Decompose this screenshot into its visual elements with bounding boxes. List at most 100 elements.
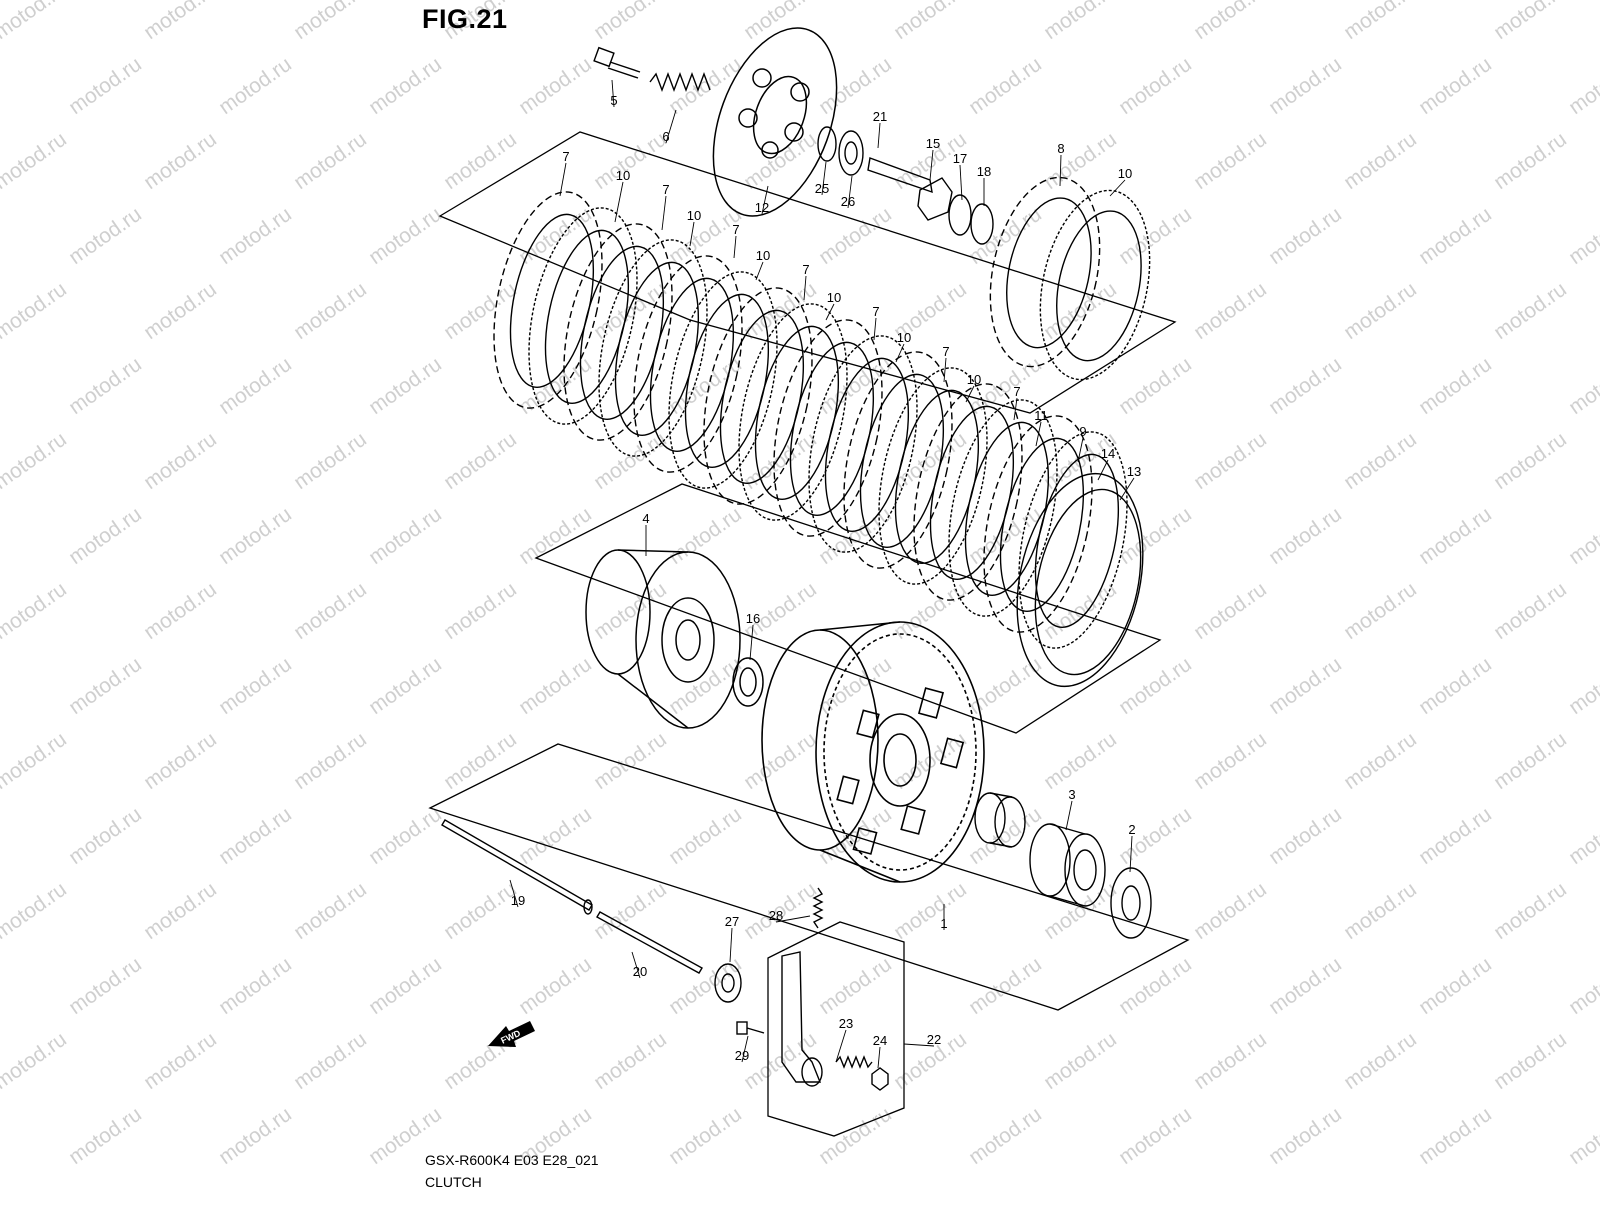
- callout-3: 3: [1068, 787, 1075, 802]
- watermark-text: motod.ru: [740, 0, 821, 44]
- watermark-text: motod.ru: [1415, 653, 1496, 719]
- needle-bearing-front: [1029, 823, 1071, 897]
- section-name: CLUTCH: [425, 1174, 482, 1190]
- housing-group-outline: [428, 743, 1190, 1011]
- watermark-text: motod.ru: [1340, 128, 1421, 194]
- release-arm-lever: [781, 951, 822, 1083]
- callout-10: 10: [616, 168, 630, 183]
- watermark-text: motod.ru: [215, 203, 296, 269]
- callout-22: 22: [927, 1032, 941, 1047]
- leader-line: [903, 1043, 935, 1047]
- watermark-text: motod.ru: [515, 53, 596, 119]
- watermark-text: motod.ru: [440, 128, 521, 194]
- watermark-text: motod.ru: [740, 1028, 821, 1094]
- pushrod-21: [867, 157, 933, 194]
- bolt-29-head: [736, 1021, 748, 1035]
- watermark-text: motod.ru: [1415, 353, 1496, 419]
- watermark-text: motod.ru: [1340, 0, 1421, 44]
- watermark-text: motod.ru: [290, 578, 371, 644]
- watermark-text: motod.ru: [215, 803, 296, 869]
- watermark-text: motod.ru: [1340, 278, 1421, 344]
- lock-nut-24: [871, 1067, 889, 1091]
- callout-21: 21: [873, 109, 887, 124]
- watermark-text: motod.ru: [0, 428, 71, 494]
- push-rod-19: [441, 819, 593, 911]
- watermark-text: motod.ru: [590, 128, 671, 194]
- watermark-text: motod.ru: [65, 53, 146, 119]
- callout-26: 26: [841, 194, 855, 209]
- watermark-text: motod.ru: [140, 428, 221, 494]
- plate-inner-edge: [999, 437, 1085, 612]
- plate-8: [989, 176, 1101, 368]
- watermark-text: motod.ru: [365, 953, 446, 1019]
- watermark-text: motod.ru: [290, 878, 371, 944]
- leader-line: [775, 915, 811, 923]
- watermark-text: motod.ru: [1565, 803, 1600, 869]
- leader-line: [1119, 477, 1135, 501]
- watermark-text: motod.ru: [515, 353, 596, 419]
- leader-line: [1097, 459, 1109, 481]
- watermark-text: motod.ru: [1115, 1103, 1196, 1169]
- model-code: GSX-R600K4 E03 E28_021: [425, 1152, 599, 1168]
- damper-spring-6: [856, 709, 880, 739]
- leader-line: [835, 1029, 847, 1063]
- watermark-text: motod.ru: [1190, 578, 1271, 644]
- callout-10: 10: [967, 372, 981, 387]
- watermark-text: motod.ru: [590, 278, 671, 344]
- callout-7: 7: [732, 222, 739, 237]
- callout-9: 9: [1079, 424, 1086, 439]
- watermark-text: motod.ru: [1415, 803, 1496, 869]
- boss-3: [738, 108, 758, 128]
- watermark-text: motod.ru: [1565, 953, 1600, 1019]
- leader-line: [614, 181, 624, 223]
- callout-28: 28: [769, 908, 783, 923]
- watermark-text: motod.ru: [1565, 53, 1600, 119]
- watermark-text: motod.ru: [440, 878, 521, 944]
- watermark-text: motod.ru: [440, 578, 521, 644]
- watermark-text: motod.ru: [1115, 953, 1196, 1019]
- callout-6: 6: [662, 129, 669, 144]
- watermark-text: motod.ru: [515, 803, 596, 869]
- leader-line: [877, 122, 881, 149]
- driven-plate-10: [1018, 431, 1128, 649]
- washer-16-inner: [739, 667, 757, 697]
- watermark-text: motod.ru: [1190, 728, 1271, 794]
- watermark-text: motod.ru: [890, 0, 971, 44]
- watermark-text: motod.ru: [965, 653, 1046, 719]
- watermark-text: motod.ru: [1340, 428, 1421, 494]
- leader-line: [631, 951, 641, 979]
- leader-line: [959, 164, 963, 201]
- callout-17: 17: [953, 151, 967, 166]
- plate-outer-edge: [1018, 431, 1128, 649]
- fwd-arrow-icon: FWD: [488, 1021, 535, 1047]
- watermark-text: motod.ru: [590, 728, 671, 794]
- watermark-text: motod.ru: [1415, 53, 1496, 119]
- release-arm-outline: [767, 921, 905, 1137]
- watermark-text: motod.ru: [1040, 1028, 1121, 1094]
- needle-edge-a: [1049, 823, 1086, 835]
- watermark-text: motod.ru: [365, 653, 446, 719]
- watermark-text: motod.ru: [365, 503, 446, 569]
- watermark-text: motod.ru: [65, 503, 146, 569]
- callout-4: 4: [642, 511, 649, 526]
- watermark-text: motod.ru: [290, 0, 371, 44]
- leader-line: [1013, 397, 1018, 421]
- watermark-text: motod.ru: [1490, 578, 1571, 644]
- watermark-text: motod.ru: [65, 1103, 146, 1169]
- watermark-text: motod.ru: [215, 503, 296, 569]
- watermark-text: motod.ru: [0, 878, 71, 944]
- spacer-edge-a: [989, 792, 1013, 798]
- plate-outer-edge: [668, 271, 778, 489]
- leader-line: [821, 161, 827, 196]
- plate-inner-edge: [1034, 453, 1120, 628]
- housing-boss: [869, 713, 931, 807]
- watermark-text: motod.ru: [1340, 728, 1421, 794]
- watermark-text: motod.ru: [1340, 878, 1421, 944]
- watermark-text: motod.ru: [1265, 1103, 1346, 1169]
- watermark-text: motod.ru: [1490, 1028, 1571, 1094]
- callout-10: 10: [827, 290, 841, 305]
- watermark-text: motod.ru: [740, 428, 821, 494]
- housing-edge-bottom: [819, 849, 901, 883]
- leader-line: [877, 1046, 881, 1069]
